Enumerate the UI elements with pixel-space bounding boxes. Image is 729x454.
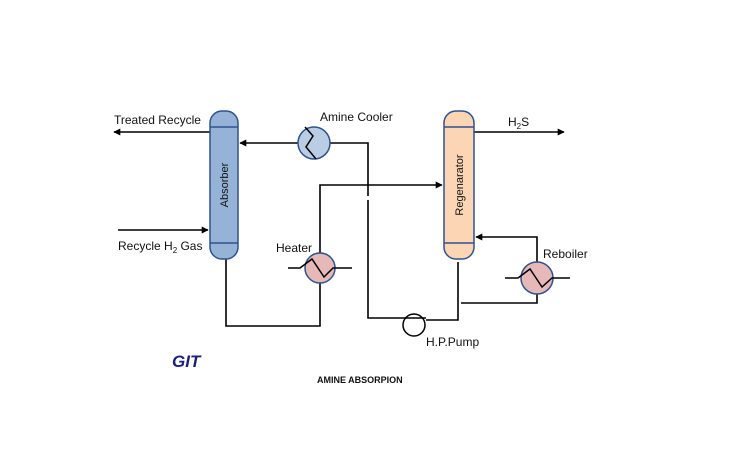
heater-icon <box>288 252 352 284</box>
heater-label: Heater <box>276 241 312 255</box>
hp-pump-label: H.P.Pump <box>426 335 479 349</box>
recycle-gas-label: Recycle H2 Gas <box>118 239 202 255</box>
regenerator-label: Regenarator <box>454 154 466 215</box>
regenerator-column: Regenarator <box>443 110 475 260</box>
h2s-label-subscript: 2 <box>517 122 522 131</box>
reboiler-icon <box>505 261 570 295</box>
reboiler-label: Reboiler <box>543 247 588 261</box>
amine-cooler-label: Amine Cooler <box>320 110 393 124</box>
reboiler-feed-line <box>461 294 538 304</box>
rich-amine-feed-line <box>319 181 443 258</box>
absorber-bottom-line <box>225 252 321 327</box>
amine-cooler-return-line <box>239 139 369 196</box>
reboiler-return-line <box>475 233 538 262</box>
pump-outlet-line <box>426 262 459 321</box>
h2s-label: H2S <box>508 115 529 131</box>
recycle-gas-label-subscript: 2 <box>173 246 178 255</box>
hp-pump-icon <box>402 313 426 337</box>
diagram-caption: AMINE ABSORPION <box>317 375 403 385</box>
h2s-label-tail: S <box>521 115 529 129</box>
absorber-label: Absorber <box>219 162 231 207</box>
treated-recycle-label: Treated Recycle <box>114 113 201 127</box>
absorber-column: Absorber <box>209 110 239 260</box>
git-logo: GIT <box>172 352 202 371</box>
h2s-label-main: H <box>508 115 517 129</box>
recycle-gas-label-main: Recycle H <box>118 239 173 253</box>
lean-amine-to-pump-line <box>367 200 403 319</box>
recycle-gas-label-tail: Gas <box>177 239 202 253</box>
amine-cooler-icon <box>297 126 331 160</box>
